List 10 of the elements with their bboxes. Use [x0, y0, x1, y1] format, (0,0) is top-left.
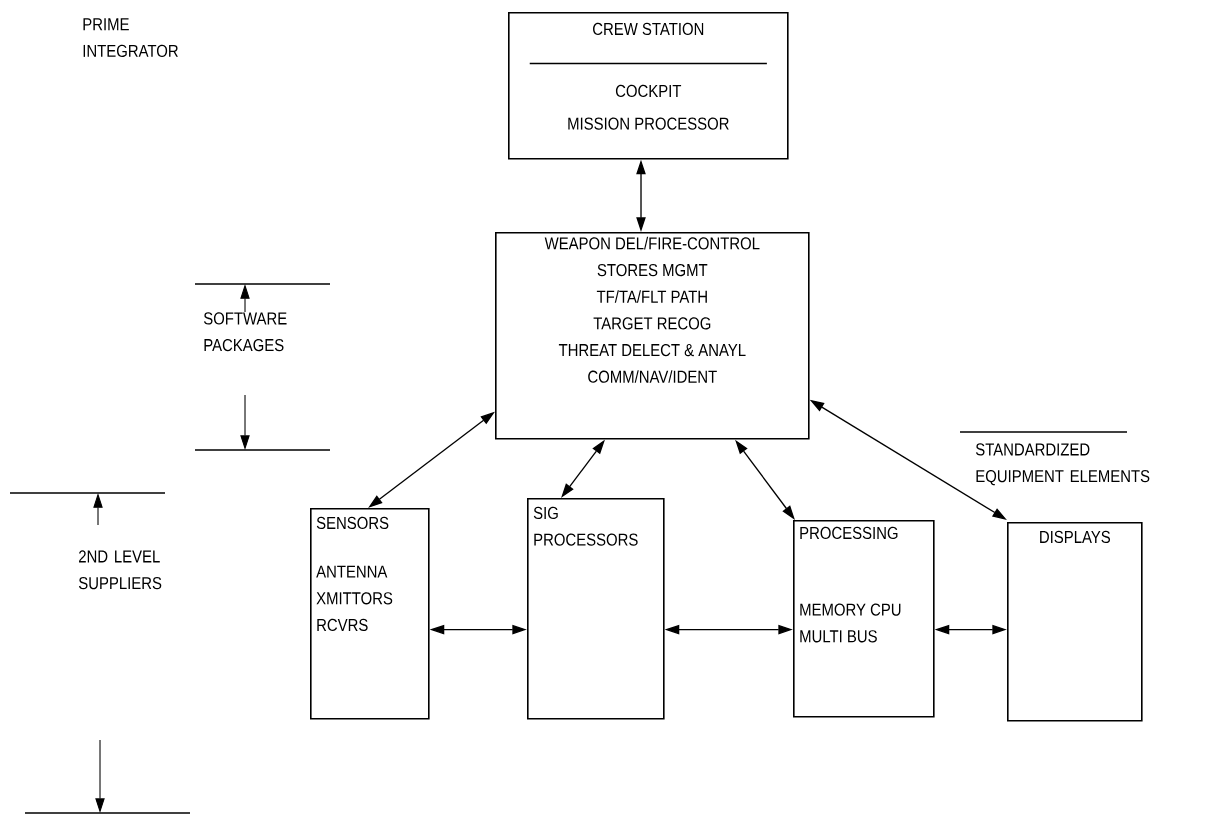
- equipment-box: SIG PROCESSORS: [527, 498, 665, 720]
- side-label: 2ND LEVEL SUPPLIERS: [78, 550, 162, 590]
- side-label: PRIME INTEGRATOR: [83, 18, 178, 58]
- side-label: STANDARDIZED EQUIPMENT ELEMENTS: [975, 443, 1150, 486]
- equipment-box: PROCESSING MEMORY CPU MULTI BUS: [793, 520, 935, 718]
- side-label: SOFTWARE PACKAGES: [203, 312, 287, 352]
- equipment-box: SENSORS ANTENNA XMITTORS RCVRS: [310, 508, 430, 720]
- equipment-box: DISPLAYS: [1007, 522, 1143, 722]
- station-box: CREW STATION COCKPIT MISSION PROCESSOR: [508, 12, 789, 160]
- function-box: WEAPON DEL/FIRE-CONTROL STORES MGMT TF/TA/FLT PATH TARGET RECOG THREAT DELECT & ANAYL COMM/NAV/IDENT: [495, 232, 810, 440]
